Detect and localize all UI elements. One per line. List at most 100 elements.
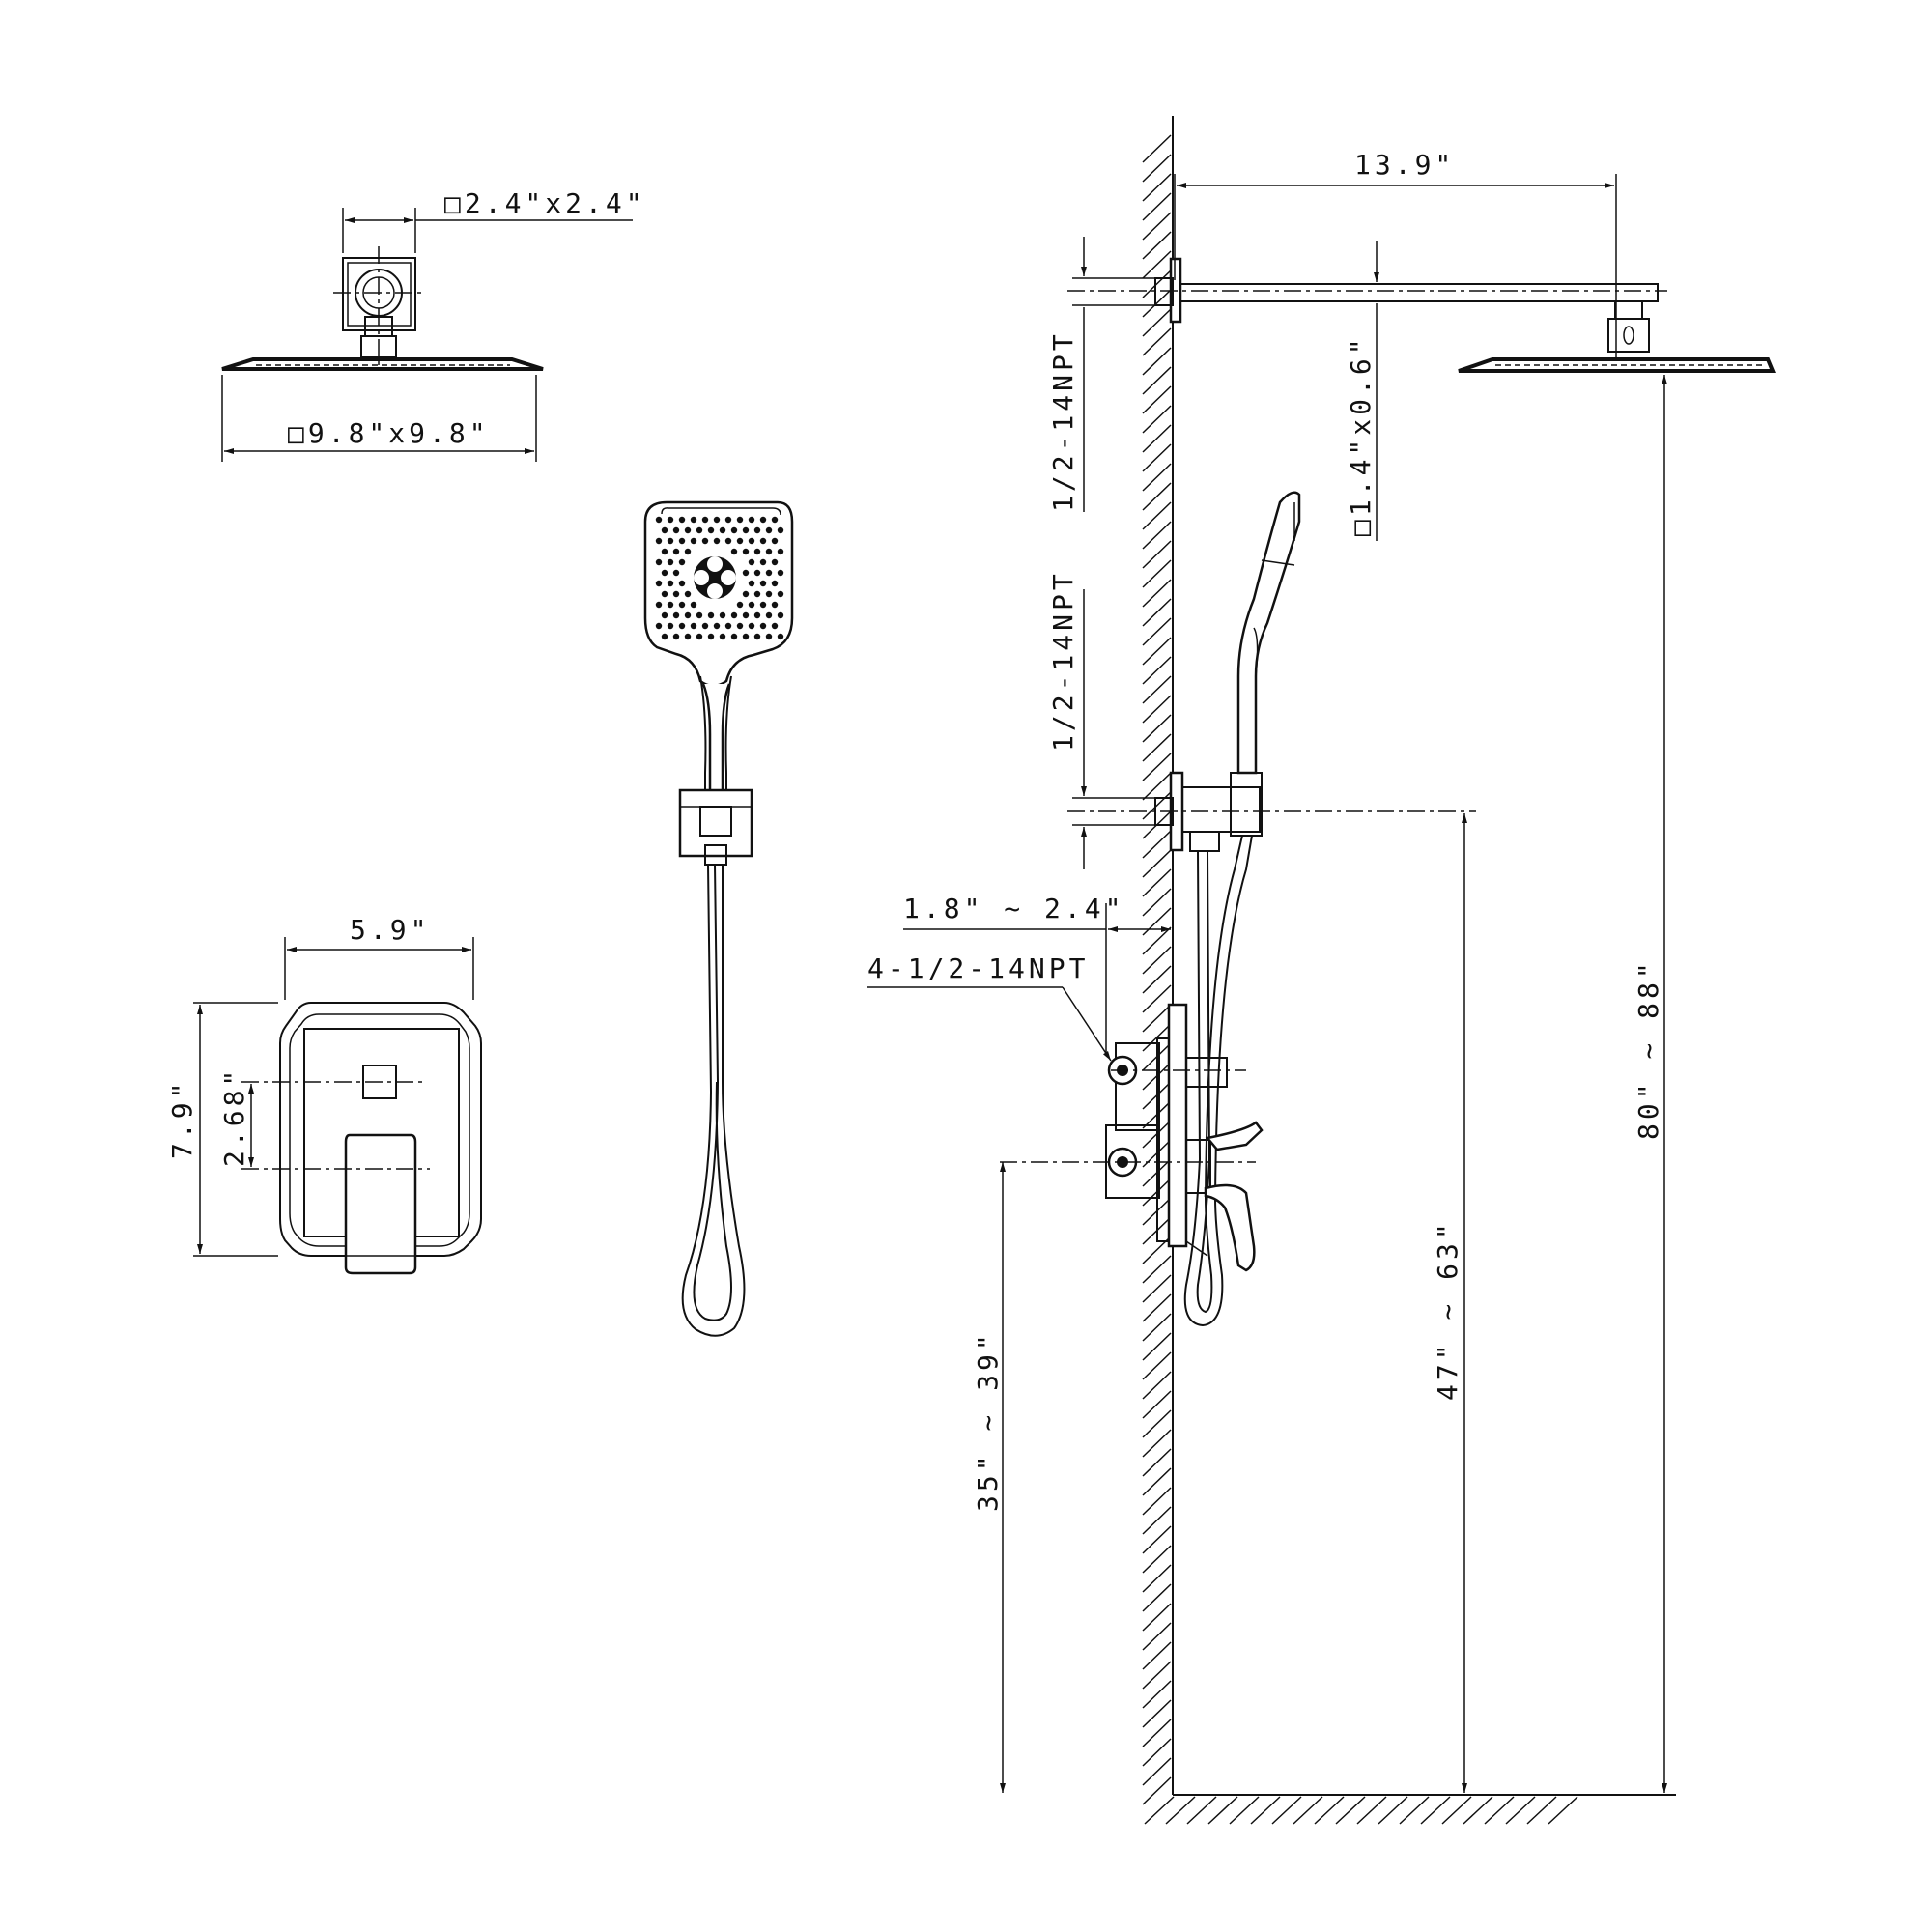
spray-nozzle (771, 622, 779, 630)
spray-nozzle (724, 516, 732, 524)
spray-nozzle (655, 580, 663, 587)
spray-nozzle (701, 516, 709, 524)
spray-nozzle (771, 601, 779, 609)
spray-nozzle (759, 622, 767, 630)
spray-nozzle (672, 611, 680, 619)
spray-nozzle (742, 569, 750, 577)
spray-nozzle (771, 558, 779, 566)
spray-nozzle (701, 622, 709, 630)
spray-nozzle (753, 526, 761, 534)
spray-nozzle (771, 516, 779, 524)
floor-hatch (1144, 1796, 1578, 1825)
spray-nozzle (661, 569, 668, 577)
spray-nozzle (672, 569, 680, 577)
spray-nozzle (753, 569, 761, 577)
spray-nozzle (765, 590, 773, 598)
spray-nozzle (696, 633, 703, 640)
spray-nozzle (707, 633, 715, 640)
spray-nozzle (713, 516, 721, 524)
spray-nozzle (771, 537, 779, 545)
spray-nozzle (765, 526, 773, 534)
spray-nozzle (765, 548, 773, 555)
spray-nozzle (690, 537, 697, 545)
spray-nozzle (748, 601, 755, 609)
spray-nozzle (678, 537, 686, 545)
spray-nozzle (742, 526, 750, 534)
spray-nozzle (678, 622, 686, 630)
spray-nozzle (742, 633, 750, 640)
spray-nozzle (742, 611, 750, 619)
spray-nozzle (667, 537, 674, 545)
spray-nozzle (736, 622, 744, 630)
spray-nozzle (678, 558, 686, 566)
spray-nozzle (696, 611, 703, 619)
spray-nozzle (661, 526, 668, 534)
spray-nozzle (690, 601, 697, 609)
spray-nozzles (655, 516, 784, 640)
spray-nozzle (748, 516, 755, 524)
thread-top-label: 1/2-14NPT (1047, 330, 1079, 512)
spray-nozzle (672, 526, 680, 534)
spray-nozzle (690, 622, 697, 630)
arm-length-label: 13.9" (1354, 149, 1455, 181)
spray-nozzle (684, 590, 692, 598)
spray-nozzle (655, 516, 663, 524)
spray-nozzle (748, 622, 755, 630)
spray-nozzle (748, 537, 755, 545)
spray-nozzle (667, 580, 674, 587)
thread-outlet-label: 1/2-14NPT (1047, 570, 1079, 752)
spray-nozzle (748, 580, 755, 587)
spray-nozzle (736, 516, 744, 524)
spray-nozzle (777, 633, 784, 640)
spray-nozzle (667, 558, 674, 566)
spray-nozzle (719, 526, 726, 534)
spray-nozzle (678, 516, 686, 524)
rain-head-size-label: □9.8"x9.8" (288, 417, 490, 449)
outlet-height-label: 47" ~ 63" (1432, 1219, 1463, 1401)
spray-nozzle (736, 537, 744, 545)
valve-thread-label: 4-1/2-14NPT (867, 952, 1089, 984)
spray-nozzle (672, 590, 680, 598)
wall-hatch (1142, 134, 1172, 1805)
spray-nozzle (777, 569, 784, 577)
spray-nozzle (730, 633, 738, 640)
spray-nozzle (724, 537, 732, 545)
spray-nozzle (678, 601, 686, 609)
spray-nozzle (759, 580, 767, 587)
spray-nozzle (730, 548, 738, 555)
spray-nozzle (742, 548, 750, 555)
spray-nozzle (759, 558, 767, 566)
spray-nozzle (696, 526, 703, 534)
spray-nozzle (753, 633, 761, 640)
spray-nozzle (719, 633, 726, 640)
spray-nozzle (707, 526, 715, 534)
plate-height-label: 7.9" (166, 1079, 198, 1159)
plate-width-label: 5.9" (350, 914, 430, 946)
spray-nozzle (684, 611, 692, 619)
spray-nozzle (759, 516, 767, 524)
valve-height-label: 35" ~ 39" (972, 1330, 1004, 1512)
spray-nozzle (672, 548, 680, 555)
spray-nozzle (655, 622, 663, 630)
spray-nozzle (701, 537, 709, 545)
spray-nozzle (667, 516, 674, 524)
handheld-shower-front-view (643, 500, 794, 1337)
spray-nozzle (753, 611, 761, 619)
spray-nozzle (655, 601, 663, 609)
spray-nozzle (655, 537, 663, 545)
head-height-label: 80" ~ 88" (1633, 958, 1664, 1140)
spray-nozzle (672, 633, 680, 640)
spray-nozzle (690, 516, 697, 524)
valve-trim-plate-front-view: 5.9" 7.9" 2.68" (166, 914, 482, 1275)
spray-nozzle (771, 580, 779, 587)
spray-nozzle (753, 548, 761, 555)
spray-nozzle (759, 601, 767, 609)
spray-nozzle (684, 526, 692, 534)
spray-nozzle (655, 558, 663, 566)
rain-connector-size-label: □2.4"x2.4" (444, 187, 646, 219)
spray-nozzle (765, 569, 773, 577)
spray-nozzle (713, 622, 721, 630)
spray-nozzle (777, 611, 784, 619)
spray-nozzle (678, 580, 686, 587)
